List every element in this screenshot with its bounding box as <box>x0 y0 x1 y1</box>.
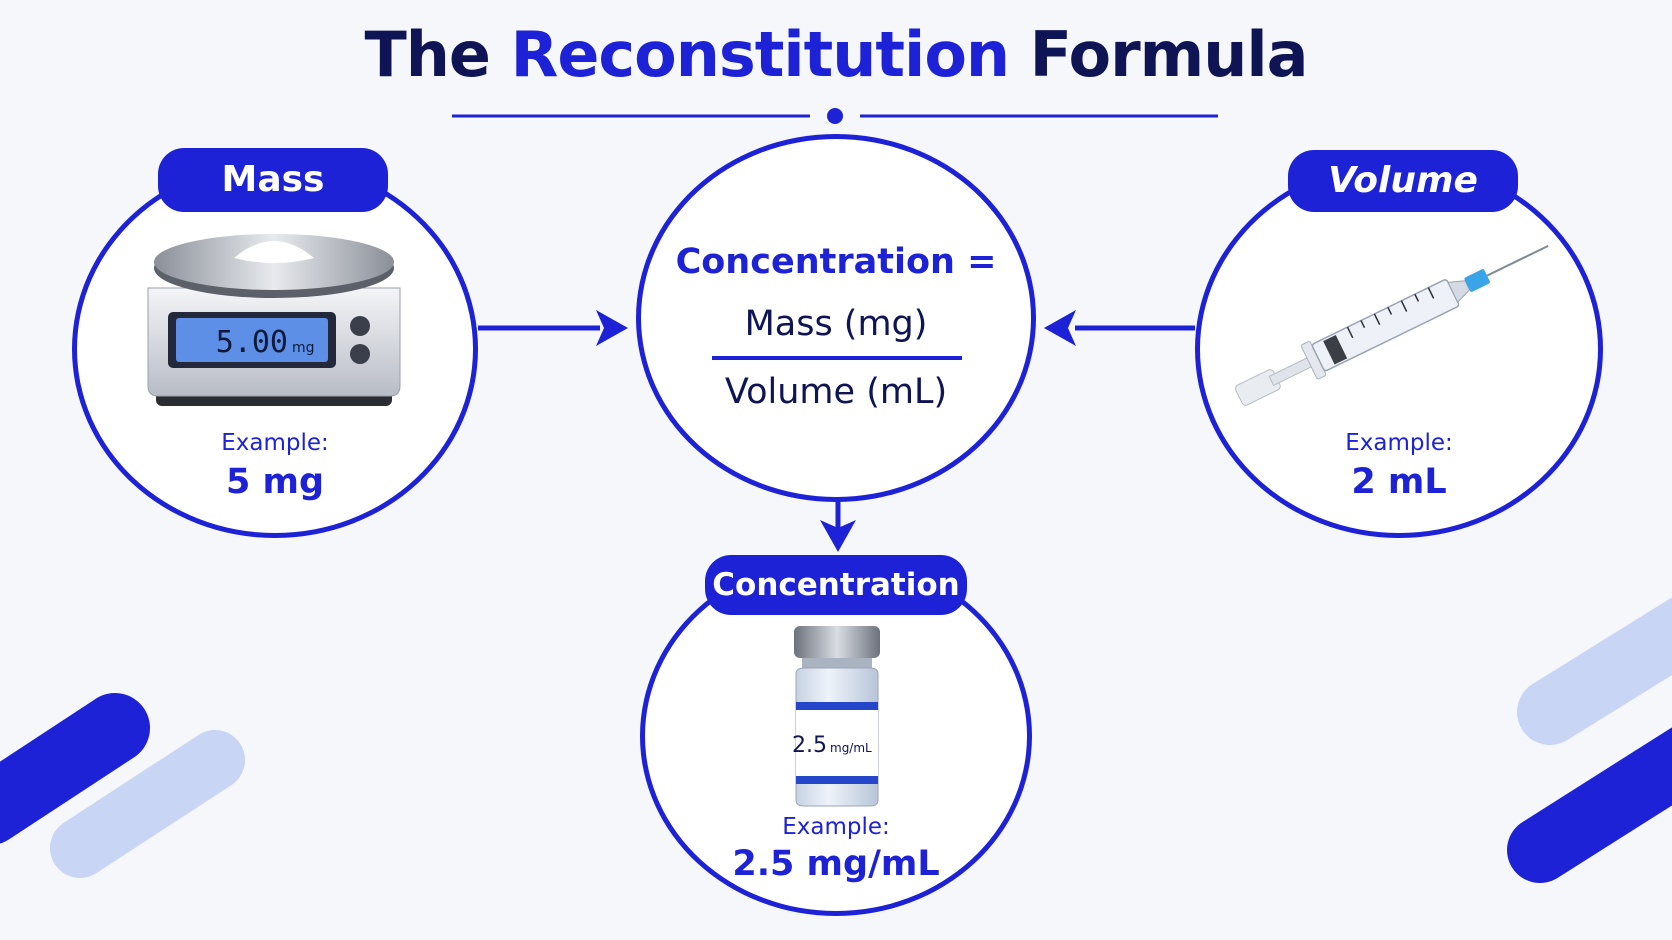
title-accent: Reconstitution <box>510 18 1010 91</box>
scale-icon: 5.00 mg <box>147 234 401 406</box>
arrow-volume-to-formula <box>1044 310 1195 346</box>
volume-circle <box>1195 160 1603 538</box>
scale-display-unit: mg <box>292 340 315 356</box>
stripe-right-dark <box>1507 727 1672 883</box>
volume-example-label: Example: <box>1345 430 1453 456</box>
vial-icon: 2.5 mg/mL <box>792 626 880 807</box>
mass-pill: Mass <box>158 148 388 212</box>
concentration-example-label: Example: <box>782 814 890 840</box>
title-divider <box>452 108 1218 124</box>
mass-example-label: Example: <box>221 430 329 456</box>
vial-label-value: 2.5 <box>792 733 827 758</box>
page-title: The Reconstitution Formula <box>0 18 1672 91</box>
vial-label-unit: mg/mL <box>830 741 872 755</box>
stripe-right-light <box>1517 597 1672 745</box>
concentration-pill: Concentration <box>705 555 967 615</box>
formula-denominator: Volume (mL) <box>724 372 948 412</box>
title-suffix: Formula <box>1029 18 1309 91</box>
scale-display-value: 5.00 <box>216 325 288 360</box>
arrow-mass-to-formula <box>478 310 628 346</box>
title-prefix: The <box>364 18 491 91</box>
mass-example-value: 5 mg <box>225 462 325 502</box>
concentration-example-value: 2.5 mg/mL <box>732 844 940 884</box>
stripe-left-light <box>50 730 245 878</box>
stripe-left-dark <box>0 693 150 844</box>
volume-example-value: 2 mL <box>1351 462 1447 502</box>
formula-circle <box>636 134 1036 502</box>
volume-pill: Volume <box>1288 150 1518 212</box>
arrow-formula-to-concentration <box>820 495 856 552</box>
fraction-bar <box>712 356 962 360</box>
syringe-icon <box>1235 244 1549 406</box>
formula-numerator: Mass (mg) <box>744 304 928 344</box>
formula-lhs: Concentration = <box>675 242 997 282</box>
